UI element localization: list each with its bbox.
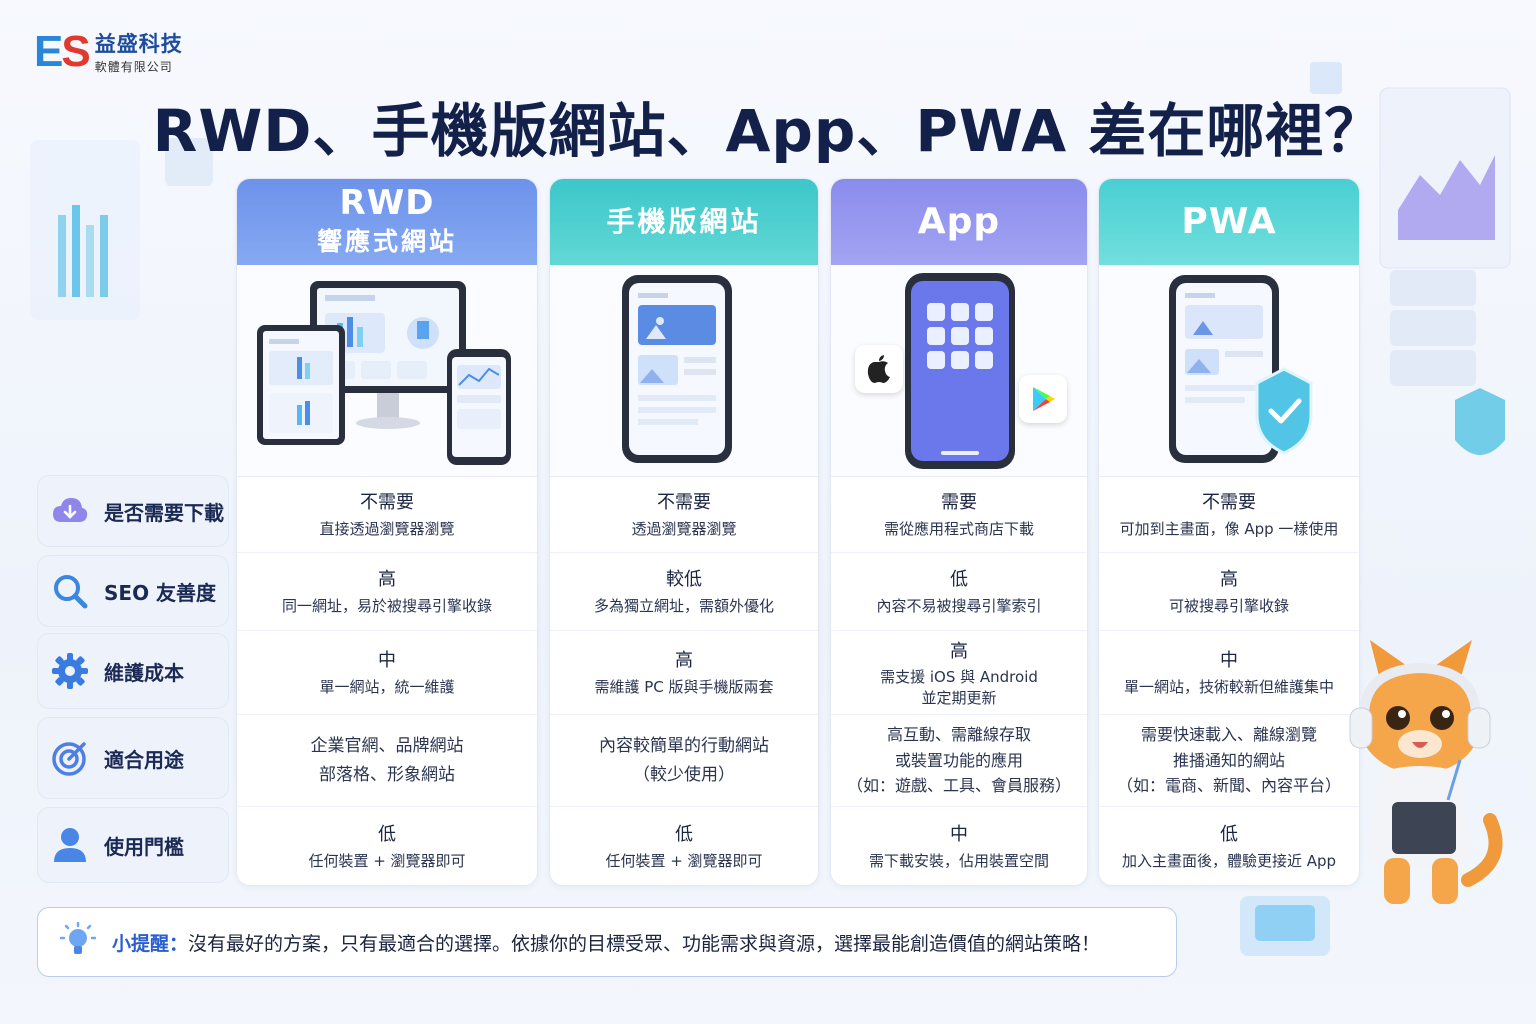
cell-mobile-maintenance: 高需維護 PC 版與手機版兩套 [550, 631, 818, 715]
cell-pwa-threshold: 低加入主畫面後，體驗更接近 App [1121, 824, 1337, 871]
cell-mobile-usage: 內容較簡單的行動網站 （較少使用） [550, 715, 818, 807]
row-label-download: 是否需要下載 [37, 475, 229, 547]
cell-app-download: 需要需從應用程式商店下載 [831, 477, 1087, 553]
pwa-illustration [1099, 265, 1359, 477]
phone-illustration [550, 265, 818, 477]
cell-rwd-usage: 企業官網、品牌網站 部落格、形象網站 [237, 715, 537, 807]
logo-mark: ES [34, 26, 91, 76]
column-rwd: RWD 響應式網站 不需要直接透過瀏覽器瀏覽 高同一網址，易於被搜尋引擎收錄 中… [236, 178, 538, 886]
cell-app-maintenance: 高需支援 iOS 與 Android 並定期更新 [831, 631, 1087, 715]
cat-mascot-illustration [1349, 640, 1503, 904]
user-icon [50, 825, 90, 865]
tip-banner: 小提醒：沒有最好的方案，只有最適合的選擇。依據你的目標受眾、功能需求與資源，選擇… [37, 907, 1177, 977]
cell-app-seo: 低內容不易被搜尋引擎索引 [831, 553, 1087, 631]
tip-keyword: 小提醒： [112, 932, 189, 955]
lightbulb-icon [59, 921, 97, 962]
search-icon [50, 571, 90, 611]
logo-name: 益盛科技 [94, 32, 183, 56]
cell-pwa-usage: 需要快速載入、離線瀏覽 推播通知的網站 （如：電商、新聞、內容平台） [1099, 715, 1359, 807]
cloud-download-icon [50, 491, 90, 531]
row-label-seo: SEO 友善度 [37, 555, 229, 627]
cell-rwd-threshold: 低任何裝置 + 瀏覽器即可 [308, 824, 466, 871]
column-pwa: PWA 不需要可加到主畫面，像 App 一樣使用 高可被搜尋引擎收錄 中單一網站… [1098, 178, 1360, 886]
cell-pwa-seo: 高可被搜尋引擎收錄 [1099, 553, 1359, 631]
cell-app-usage: 高互動、需離線存取 或裝置功能的應用 （如：遊戲、工具、會員服務） [831, 715, 1087, 807]
column-header-mobile-site: 手機版網站 [550, 179, 818, 265]
cell-pwa-download: 不需要可加到主畫面，像 App 一樣使用 [1099, 477, 1359, 553]
column-header-pwa: PWA [1099, 179, 1359, 265]
company-logo: ES 益盛科技 軟體有限公司 [34, 28, 183, 75]
cell-rwd-maintenance: 中單一網站，統一維護 [237, 631, 537, 715]
target-icon [50, 738, 90, 778]
row-label-usage: 適合用途 [37, 717, 229, 799]
tip-text: 沒有最好的方案，只有最適合的選擇。依據你的目標受眾、功能需求與資源，選擇最能創造… [188, 932, 1101, 955]
google-play-icon [1019, 375, 1067, 423]
logo-subname: 軟體有限公司 [94, 60, 173, 74]
gear-icon [50, 651, 90, 691]
row-label-threshold: 使用門檻 [37, 807, 229, 883]
column-header-app: App [831, 179, 1087, 265]
app-phone-illustration [831, 265, 1087, 477]
column-mobile-site: 手機版網站 不需要透過瀏覽器瀏覽 較低多為獨立網址，需額外優化 高需維護 PC … [549, 178, 819, 886]
cell-mobile-threshold: 低任何裝置 + 瀏覽器即可 [605, 824, 763, 871]
apple-store-icon [855, 345, 903, 393]
cell-app-threshold: 中需下載安裝，佔用裝置空間 [868, 824, 1049, 871]
row-label-maintenance: 維護成本 [37, 633, 229, 709]
cell-pwa-maintenance: 中單一網站，技術較新但維護集中 [1099, 631, 1359, 715]
column-header-rwd: RWD 響應式網站 [237, 179, 537, 265]
page-title: RWD、手機版網站、App、PWA 差在哪裡？ [152, 97, 1384, 165]
devices-illustration [237, 265, 537, 477]
cell-rwd-seo: 高同一網址，易於被搜尋引擎收錄 [237, 553, 537, 631]
cell-mobile-seo: 較低多為獨立網址，需額外優化 [550, 553, 818, 631]
column-app: App 需要需從應用程式商店下載 低內容不易被搜尋引擎索引 高需支援 iOS 與… [830, 178, 1088, 886]
cell-mobile-download: 不需要透過瀏覽器瀏覽 [550, 477, 818, 553]
cell-rwd-download: 不需要直接透過瀏覽器瀏覽 [237, 477, 537, 553]
